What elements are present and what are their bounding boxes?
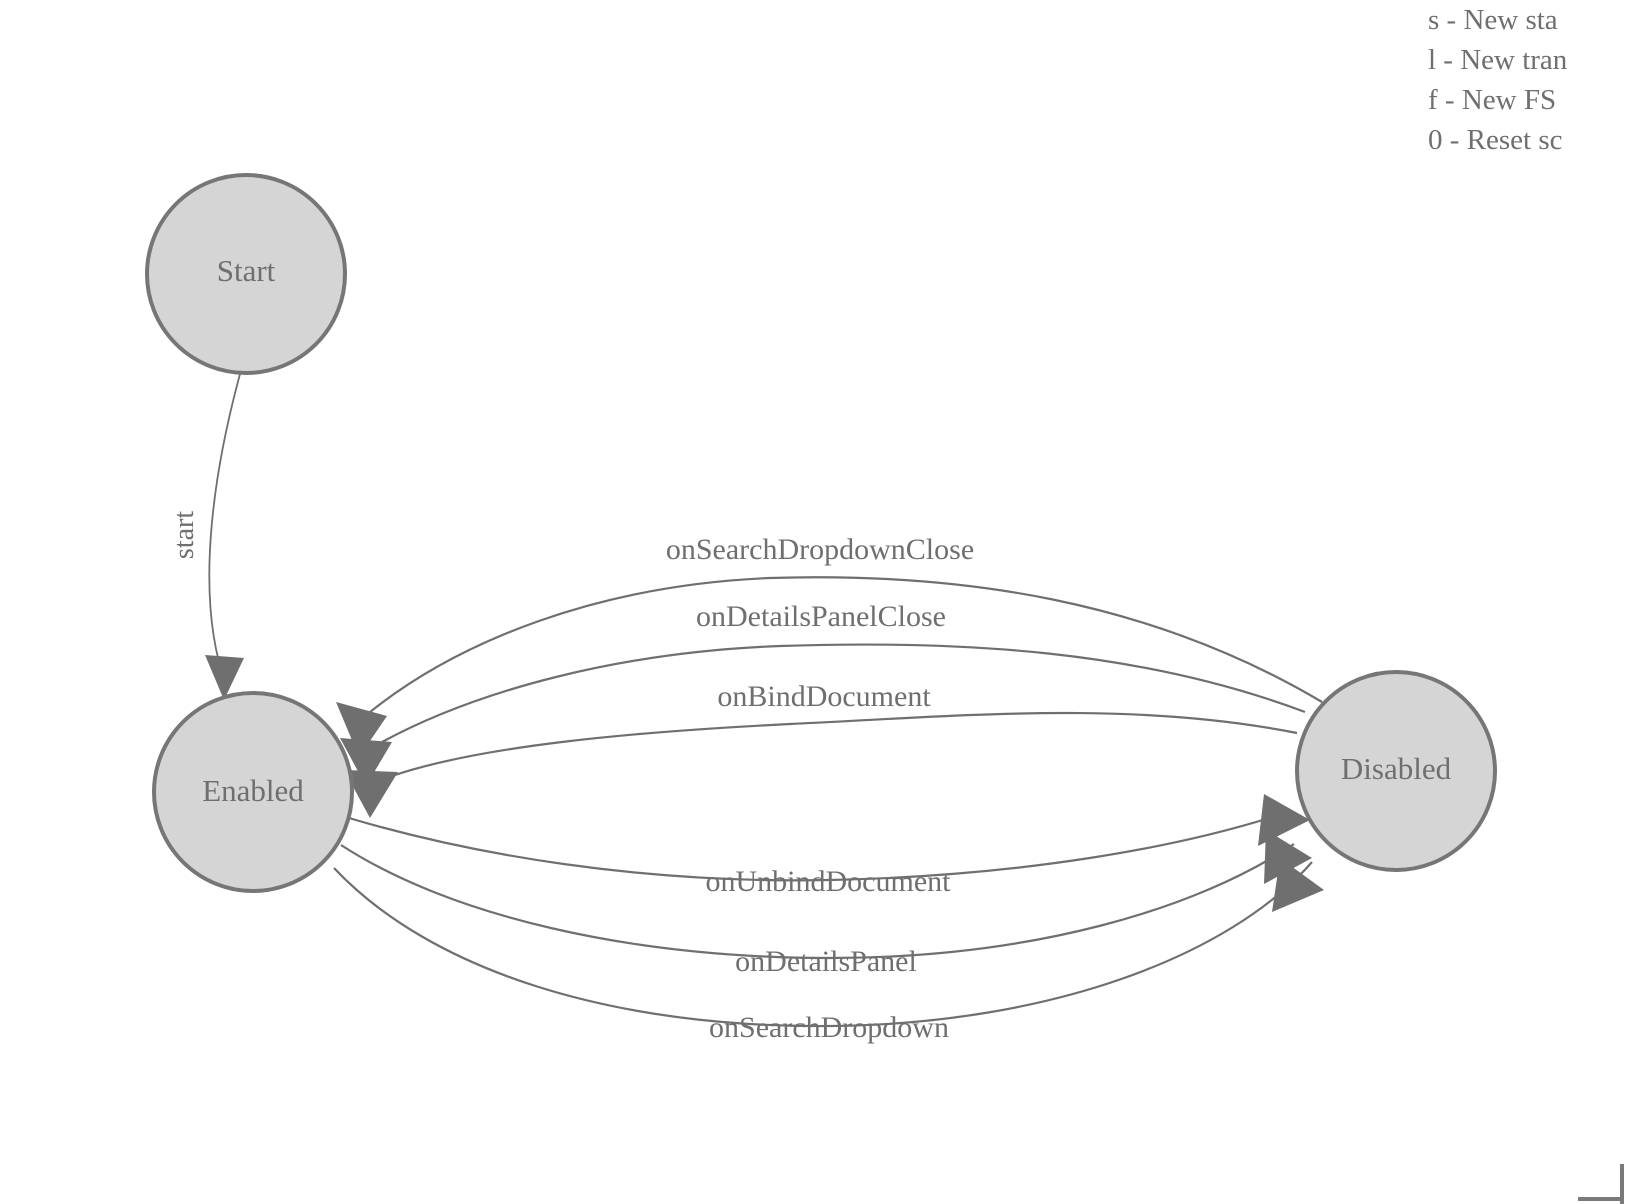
state-node-start-circle[interactable] bbox=[145, 173, 347, 375]
transition-onsearchdropdown-label: onSearchDropdown bbox=[709, 1011, 949, 1044]
transition-onsearchdropdown[interactable]: onSearchDropdown bbox=[333, 858, 1324, 1044]
state-node-enabled-label: Enabled bbox=[202, 773, 304, 808]
state-node-start[interactable]: Start bbox=[145, 173, 347, 375]
corner-marker-vertical bbox=[1620, 1164, 1624, 1204]
transition-ondetailspanel[interactable]: onDetailsPanel bbox=[340, 830, 1312, 978]
transition-ondetailspanelclose-path bbox=[381, 643, 1306, 743]
transition-start-arrowhead bbox=[205, 655, 244, 700]
state-node-enabled-circle[interactable] bbox=[152, 691, 354, 893]
transition-onunbinddocument[interactable]: onUnbindDocument bbox=[348, 794, 1310, 898]
transition-onsearchdropdownclose-arrowhead bbox=[336, 702, 387, 757]
transition-onunbinddocument-arrowhead bbox=[1258, 794, 1310, 846]
state-node-disabled-circle[interactable] bbox=[1295, 670, 1497, 872]
transition-onsearchdropdownclose[interactable]: onSearchDropdownClose bbox=[336, 533, 1323, 757]
transition-onbinddocument-label: onBindDocument bbox=[717, 680, 931, 713]
transition-start[interactable]: start bbox=[169, 373, 244, 700]
transition-start-label: start bbox=[169, 511, 200, 559]
transition-ondetailspanel-label: onDetailsPanel bbox=[735, 945, 917, 978]
state-node-enabled[interactable]: Enabled bbox=[152, 691, 354, 893]
transition-onbinddocument-path bbox=[391, 711, 1298, 778]
transition-onunbinddocument-path bbox=[348, 810, 1289, 882]
transition-ondetailspanel-arrowhead bbox=[1264, 830, 1312, 884]
transition-ondetailspanel-path bbox=[340, 843, 1295, 960]
transition-onsearchdropdownclose-label: onSearchDropdownClose bbox=[666, 533, 974, 566]
state-node-start-label: Start bbox=[217, 253, 276, 288]
transition-onsearchdropdown-arrowhead bbox=[1272, 858, 1324, 912]
corner-frame-marker bbox=[1578, 1164, 1632, 1204]
transition-start-path bbox=[208, 373, 241, 663]
transition-onsearchdropdownclose-path bbox=[369, 576, 1323, 713]
state-node-disabled-label: Disabled bbox=[1341, 751, 1452, 786]
transition-onunbinddocument-label: onUnbindDocument bbox=[706, 865, 952, 898]
transition-ondetailspanelclose-label: onDetailsPanelClose bbox=[696, 600, 946, 633]
transition-ondetailspanelclose-arrowhead bbox=[340, 738, 392, 786]
transition-ondetailspanelclose[interactable]: onDetailsPanelClose bbox=[340, 600, 1306, 786]
corner-marker-horizontal bbox=[1578, 1197, 1624, 1201]
state-node-disabled[interactable]: Disabled bbox=[1295, 670, 1497, 872]
transition-onbinddocument[interactable]: onBindDocument bbox=[344, 680, 1298, 818]
transition-onbinddocument-arrowhead bbox=[344, 770, 398, 818]
transition-onsearchdropdown-path bbox=[333, 861, 1313, 1028]
